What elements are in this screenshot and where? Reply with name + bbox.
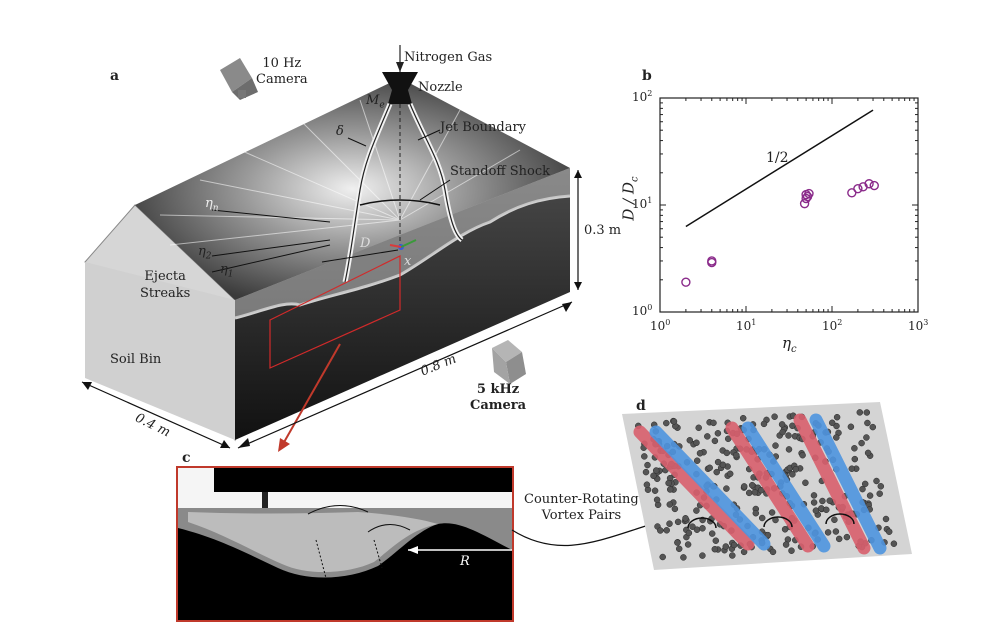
jet-boundary-label: Jet Boundary (440, 120, 527, 135)
panel-c-photo: R (176, 466, 514, 622)
x-tick-label: 100 (650, 318, 671, 333)
r-label: R (460, 554, 470, 569)
x-tick-label: 102 (822, 318, 843, 333)
d-label: D (360, 236, 371, 251)
bin-front-face (235, 168, 570, 440)
bin-top-surface (135, 78, 570, 300)
delta-label: δ (336, 124, 344, 139)
panel-b-letter: b (642, 68, 652, 84)
inset-box (269, 255, 401, 369)
height-label: 0.3 m (584, 223, 622, 238)
eta-n-label: ηn (205, 196, 219, 214)
y-tick-label: 102 (632, 89, 653, 104)
panel-d-letter: d (636, 398, 646, 414)
slope-label: 1/2 (766, 150, 789, 166)
eta-1-label: η1 (220, 262, 234, 280)
x-axis-label: ηc (782, 334, 797, 355)
x-tick-label: 101 (736, 318, 757, 333)
camera-bottom-icon (492, 340, 526, 384)
x-label: x (404, 254, 412, 269)
nozzle-shape (382, 72, 418, 104)
panel-a-letter: a (110, 68, 120, 84)
soil-bin-label: Soil Bin (110, 352, 162, 367)
panel-c-letter: c (182, 450, 191, 466)
camera-top-icon (220, 58, 258, 100)
gas-label: Nitrogen Gas (404, 50, 493, 65)
mach-label: Me (366, 93, 385, 111)
y-tick-label: 100 (632, 303, 653, 318)
eta-2-label: η2 (198, 244, 212, 262)
x-tick-label: 103 (908, 318, 929, 333)
standoff-label: Standoff Shock (450, 164, 551, 179)
y-tick-label: 101 (632, 196, 653, 211)
standoff-shock (359, 199, 441, 206)
nozzle-label: Nozzle (418, 80, 463, 95)
